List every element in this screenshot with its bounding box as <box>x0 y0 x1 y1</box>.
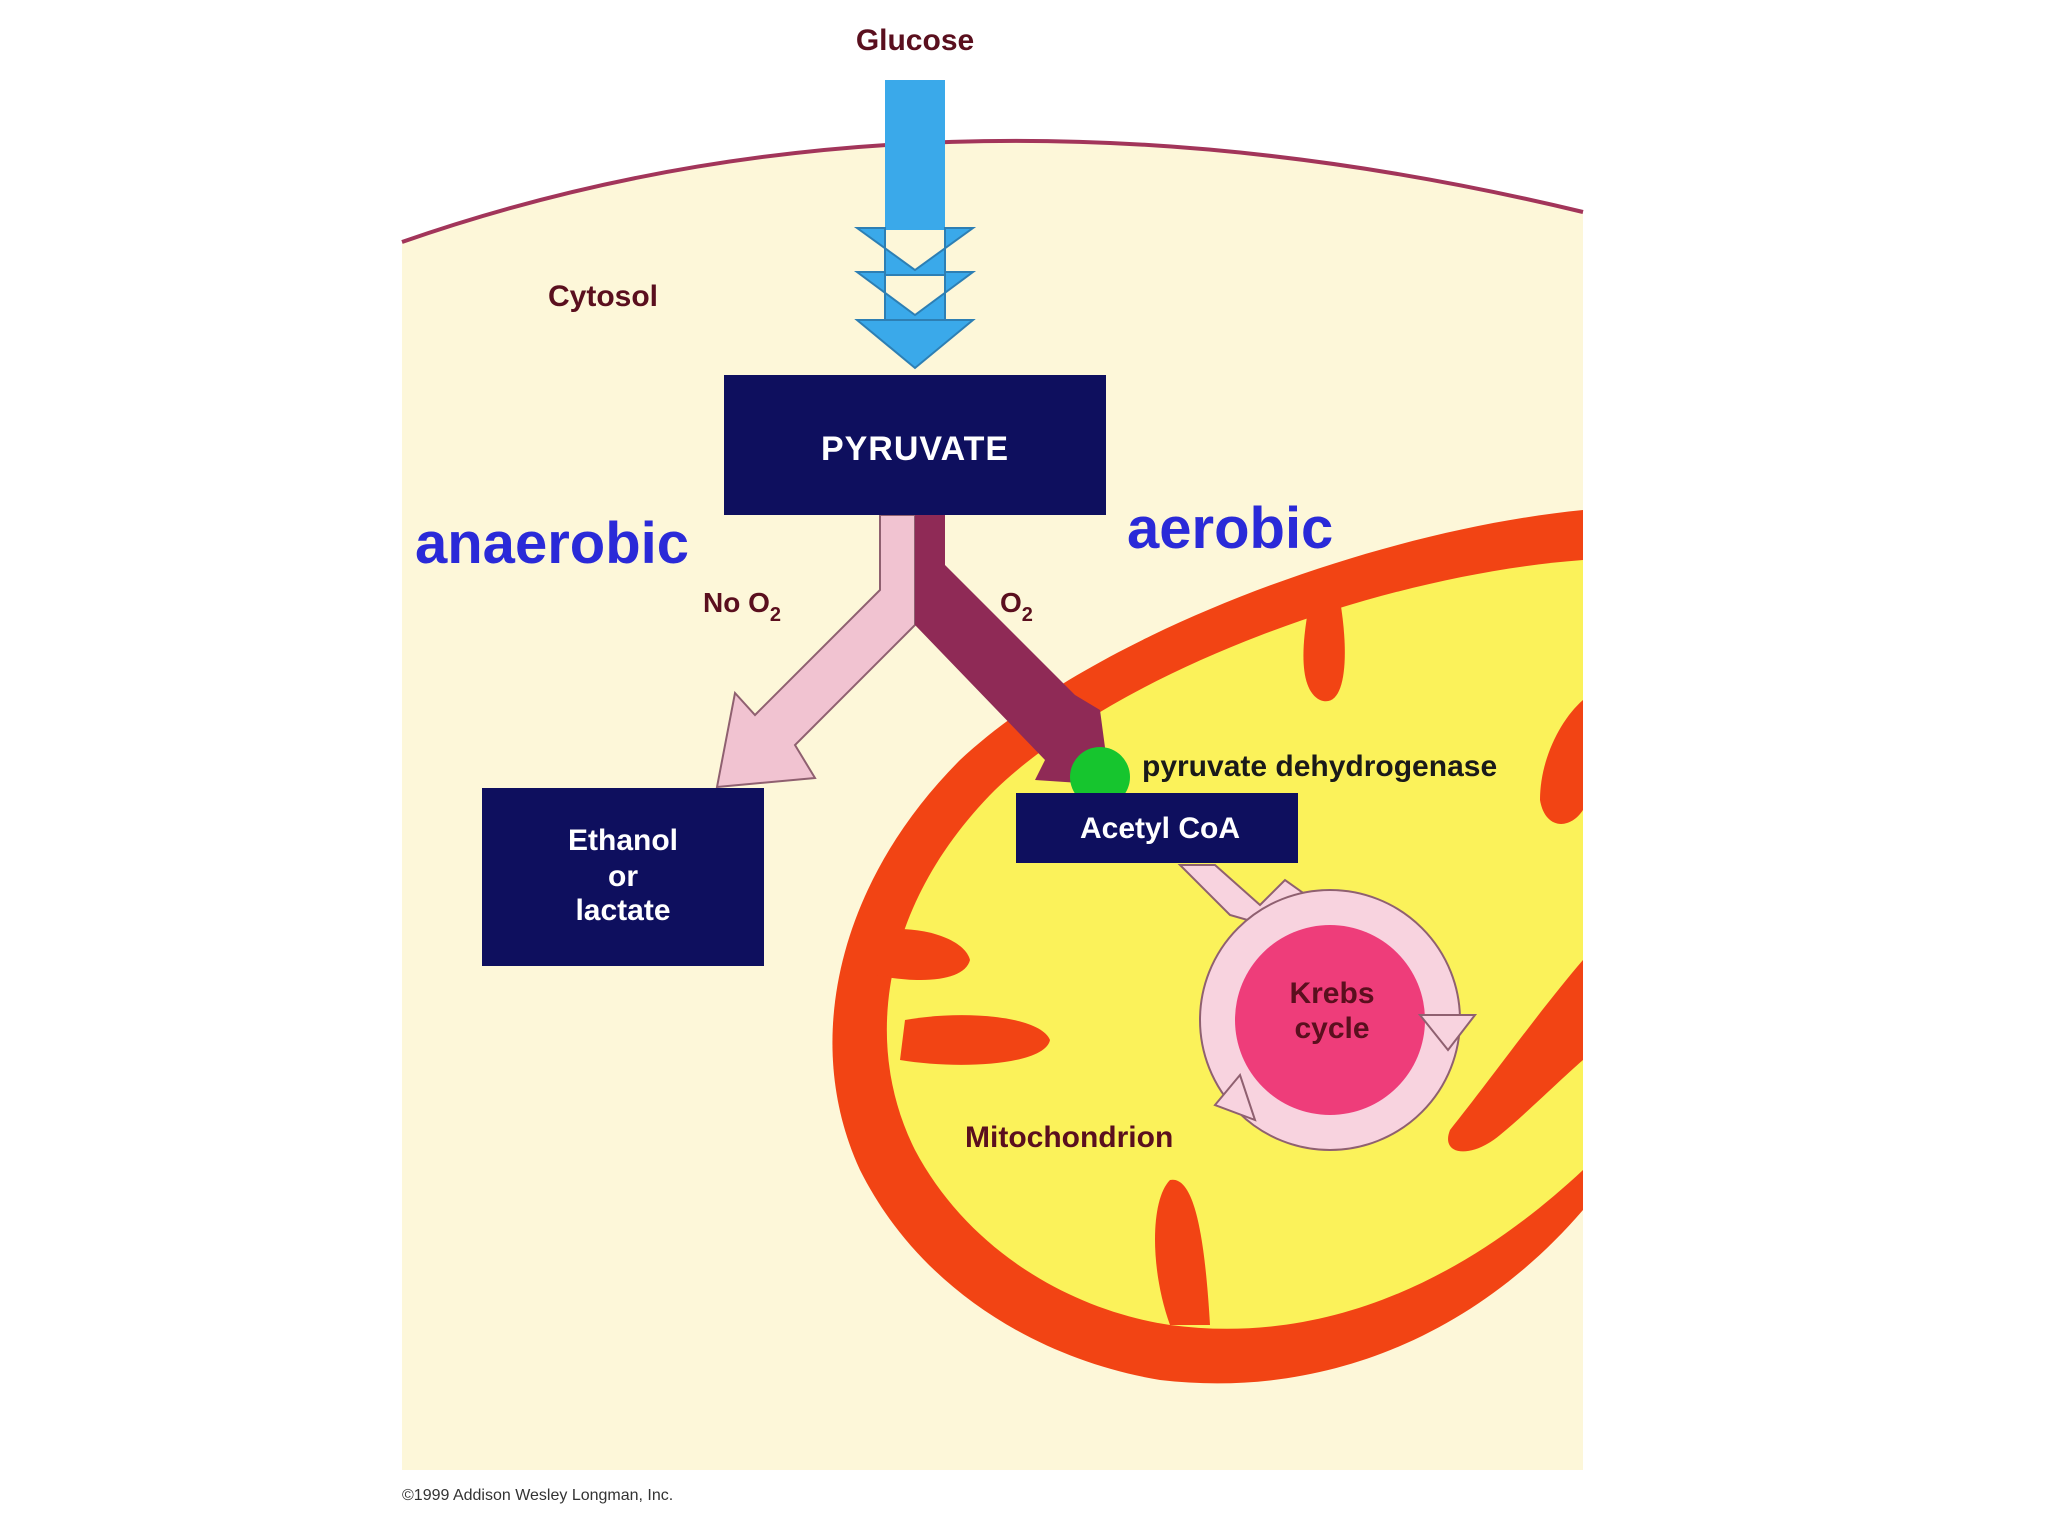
mitochondrion-label: Mitochondrion <box>965 1121 1173 1154</box>
acetyl-coa-label: Acetyl CoA <box>1080 812 1240 845</box>
o2-subscript: 2 <box>1022 604 1033 626</box>
krebs-core <box>1235 925 1425 1115</box>
or-label: or <box>608 860 638 893</box>
crista <box>1155 1179 1210 1325</box>
crista <box>1303 600 1345 702</box>
krebs-cycle-arrowhead <box>1417 1014 1478 1052</box>
glucose-arrow <box>853 80 977 370</box>
no-o2-subscript: 2 <box>770 604 781 626</box>
ethanol-label: Ethanol <box>568 824 678 857</box>
crista <box>875 929 970 980</box>
cell-membrane <box>401 138 1584 244</box>
anaerobic-heading: anaerobic <box>415 511 689 576</box>
o2-label: O2 <box>1000 587 1033 626</box>
lactate-label: lactate <box>575 894 670 927</box>
krebs-cycle <box>1177 864 1478 1151</box>
krebs-label: Krebs <box>1289 977 1374 1010</box>
cycle-label: cycle <box>1294 1012 1369 1045</box>
crista <box>1540 700 1583 824</box>
aerobic-arrow <box>915 515 1110 785</box>
pyruvate-box <box>724 375 1106 515</box>
glucose-label: Glucose <box>856 24 974 57</box>
crista <box>900 1015 1050 1065</box>
pyruvate-dehydrogenase-dot <box>1070 747 1130 807</box>
krebs-cycle-arrowhead <box>1213 1072 1257 1122</box>
acetyl-coa-box <box>1016 793 1298 863</box>
crista <box>1448 960 1583 1152</box>
no-o2-text: No O <box>703 587 770 618</box>
pyruvate-dehydrogenase-label: pyruvate dehydrogenase <box>1142 750 1497 783</box>
cytosol-label: Cytosol <box>548 280 658 313</box>
pyruvate-label: PYRUVATE <box>821 430 1009 468</box>
aerobic-heading: aerobic <box>1127 496 1333 561</box>
ethanol-lactate-box <box>482 788 764 966</box>
o2-text: O <box>1000 587 1022 618</box>
copyright-text: ©1999 Addison Wesley Longman, Inc. <box>402 1487 673 1504</box>
no-o2-label: No O2 <box>703 587 781 626</box>
